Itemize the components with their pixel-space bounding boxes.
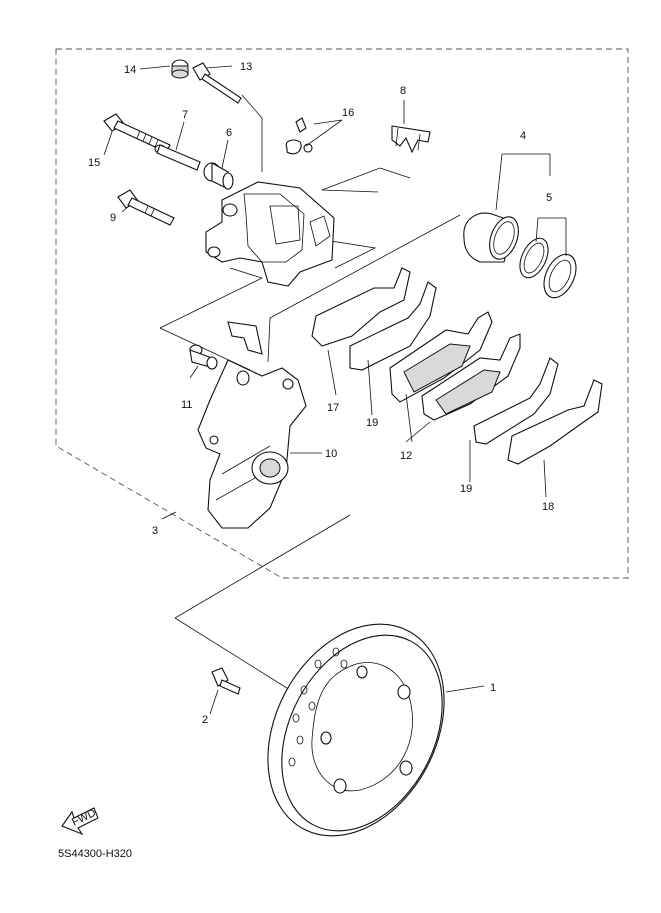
drawing-code: 5S44300-H320: [58, 848, 133, 860]
caliper-body-part: [205, 181, 335, 287]
assembly-boundary: [55, 48, 629, 579]
callout-13: 13: [240, 61, 252, 73]
callout-labels: 1 2 3 4 5 6 7 8 9 10 11 12 13 14 15 16 1…: [88, 61, 554, 726]
callout-19-right: 19: [460, 483, 472, 495]
callout-7: 7: [182, 109, 188, 121]
bleed-cap-part: [171, 59, 189, 79]
callout-6: 6: [226, 127, 232, 139]
leader-lines: [103, 65, 567, 715]
union-bolt-part: [285, 117, 313, 155]
callout-19-left: 19: [366, 417, 378, 429]
brake-pad-set-part: [389, 311, 521, 421]
callout-2: 2: [202, 714, 208, 726]
caliper-pin-part: [154, 144, 201, 171]
callout-8: 8: [400, 85, 406, 97]
pin-boot-part: [203, 162, 234, 190]
pad-insulator-left-part: [349, 281, 437, 371]
callout-16: 16: [342, 107, 354, 119]
disc-bolt-part: [211, 667, 241, 695]
callout-5: 5: [546, 192, 552, 204]
caliper-bracket-part: [197, 359, 307, 529]
callout-15: 15: [88, 157, 100, 169]
callout-11: 11: [181, 399, 192, 411]
callout-1: 1: [490, 682, 496, 694]
retainer-clip-part: [227, 321, 263, 355]
caliper-bolt-upper-part: [103, 113, 171, 153]
callout-4: 4: [520, 130, 526, 142]
piston-part: [463, 212, 519, 263]
bushing-part: [189, 344, 218, 370]
piston-seal-part: [519, 237, 577, 299]
callout-14: 14: [124, 64, 136, 76]
callout-10: 10: [325, 448, 337, 460]
callout-12: 12: [400, 450, 412, 462]
callout-9: 9: [110, 212, 116, 224]
fwd-arrow-icon: FWD: [61, 807, 99, 836]
pad-shim-right-part: [507, 379, 603, 465]
callout-18: 18: [542, 501, 554, 513]
callout-3: 3: [152, 525, 158, 537]
bleed-screw-part: [192, 62, 242, 104]
caliper-bolt-lower-part: [117, 189, 175, 226]
pad-insulator-right-part: [473, 357, 559, 445]
pad-shim-left-part: [311, 267, 411, 347]
callout-17: 17: [327, 402, 339, 414]
brake-disc-part: [267, 623, 445, 837]
pad-spring-part: [391, 125, 431, 154]
